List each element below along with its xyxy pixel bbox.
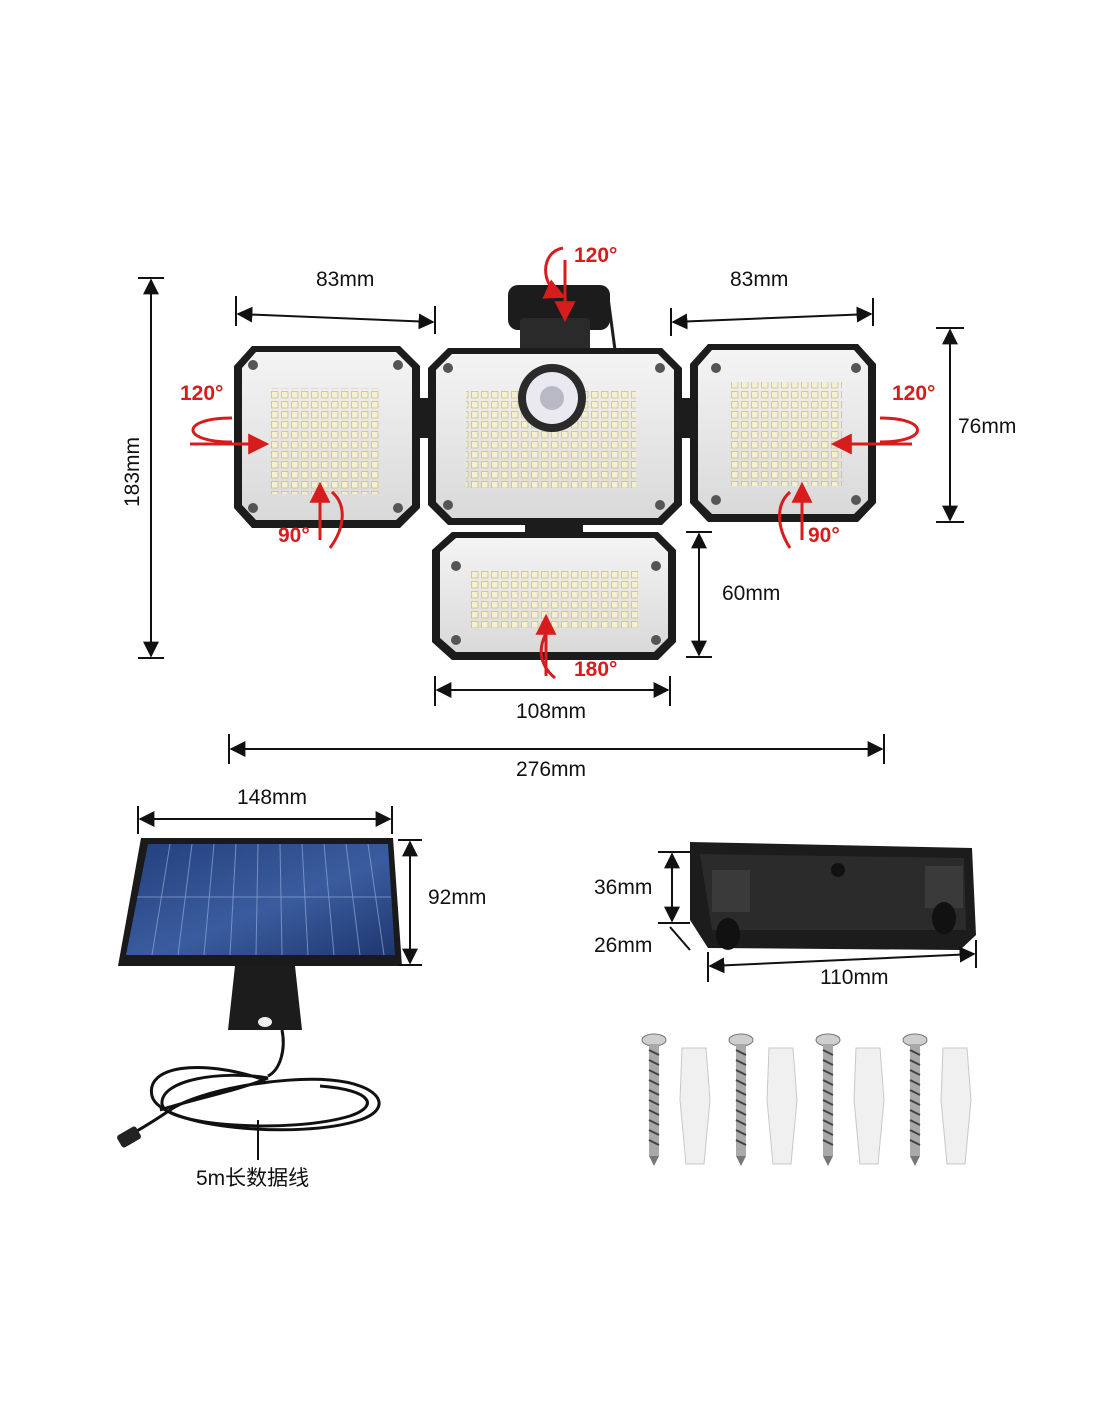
bottom-light-panel (432, 532, 676, 660)
screw-icon (641, 1033, 667, 1166)
left-light-panel (234, 346, 420, 528)
solar-panel (118, 838, 402, 1030)
bracket-height-label: 36mm (594, 876, 653, 899)
bracket-depth-label: 26mm (594, 934, 653, 957)
right-light-panel (690, 344, 876, 522)
wall-anchor-icon (853, 1047, 885, 1165)
total-width-label: 276mm (516, 758, 587, 781)
dimension-lines-light (138, 277, 964, 764)
screw-icon (728, 1033, 754, 1166)
bottom-panel-width-label: 108mm (516, 700, 587, 723)
right-rotation-vertical-label: 90° (808, 524, 840, 547)
wall-anchor-icon (679, 1047, 711, 1165)
wall-bracket (690, 842, 976, 950)
dimension-lines-bracket (658, 851, 977, 982)
cable-label: 5m长数据线 (196, 1167, 310, 1190)
screws-and-anchors (641, 1033, 972, 1166)
right-rotation-horizontal-label: 120° (892, 382, 936, 405)
cable (124, 1029, 381, 1160)
bottom-rotation-label: 180° (574, 658, 618, 681)
screw-icon (815, 1033, 841, 1166)
total-height-label: 183mm (121, 436, 145, 508)
left-rotation-horizontal-label: 120° (180, 382, 224, 405)
left-panel-width-label: 83mm (316, 268, 375, 291)
dimension-lines-solar (137, 806, 422, 966)
screw-icon (902, 1033, 928, 1166)
right-panel-height-label: 76mm (958, 415, 1017, 438)
dc-plug-icon (117, 1126, 141, 1148)
wall-anchor-icon (940, 1047, 972, 1165)
top-rotation-label: 120° (574, 244, 618, 267)
center-light-panel (428, 348, 682, 525)
bottom-panel-height-label: 60mm (722, 582, 781, 605)
right-panel-width-label: 83mm (730, 268, 789, 291)
wall-anchor-icon (766, 1047, 798, 1165)
solar-width-label: 148mm (237, 786, 308, 809)
rotation-arrows (190, 246, 919, 680)
bracket-width-label: 110mm (820, 966, 889, 989)
solar-height-label: 92mm (428, 886, 487, 909)
left-rotation-vertical-label: 90° (278, 524, 310, 547)
